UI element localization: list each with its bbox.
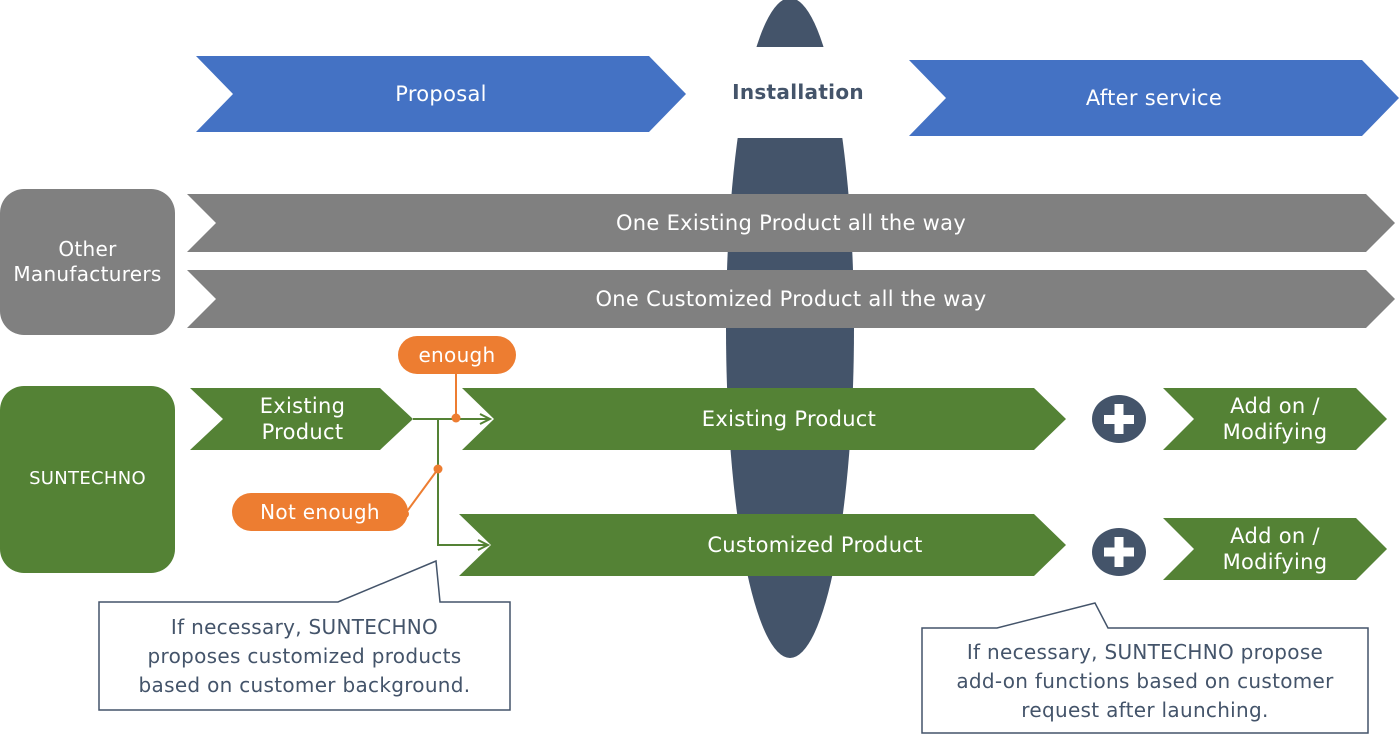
plus-icon	[1092, 528, 1146, 576]
enough-badge-bg	[398, 336, 516, 374]
existing-all-the-way-chevron	[187, 194, 1395, 252]
flow-existing-all-the-way: One Existing Product all the way	[615, 210, 967, 235]
existing-product-chevron	[462, 388, 1066, 450]
phase-after-service: After service	[1085, 85, 1223, 110]
existing-product-start-chevron	[190, 388, 413, 450]
existing-product-label: Existing Product	[701, 406, 877, 431]
phase-proposal: Proposal	[395, 81, 487, 106]
installation-ellipse	[726, 0, 854, 658]
decision-connectors	[413, 413, 493, 551]
customized-all-the-way-chevron	[187, 270, 1395, 328]
suntechno-label: SUNTECHNO	[29, 468, 146, 490]
decision-markers	[401, 372, 461, 518]
proposal-chevron	[196, 56, 686, 132]
add-on-label-1: Add on / Modifying	[1222, 393, 1328, 444]
enough-badge: enough	[418, 342, 496, 367]
add-on-label-2: Add on / Modifying	[1222, 523, 1328, 574]
right-note-callout	[921, 602, 1369, 734]
right-note-text: If necessary, SUNTECHNO propose add-on f…	[956, 639, 1334, 722]
other-manufacturers-box	[0, 189, 175, 335]
add-on-chevron-1	[1163, 388, 1387, 450]
flow-customized-all-the-way: One Customized Product all the way	[595, 286, 987, 311]
left-note-callout	[98, 559, 511, 711]
installation-gap	[700, 47, 900, 138]
left-note-text: If necessary, SUNTECHNO proposes customi…	[138, 614, 471, 697]
customized-product-label: Customized Product	[707, 532, 923, 557]
not-enough-badge: Not enough	[260, 499, 380, 524]
add-on-chevron-2	[1163, 518, 1387, 580]
plus-icon	[1092, 395, 1146, 443]
customized-product-chevron	[459, 514, 1066, 576]
other-manufacturers-label: Other Manufacturers	[13, 237, 162, 286]
not-enough-badge-bg	[232, 493, 408, 531]
phase-installation: Installation	[732, 79, 864, 104]
start-existing-product-label: Existing Product	[259, 393, 346, 444]
after-service-chevron	[909, 60, 1399, 136]
suntechno-box	[0, 386, 175, 573]
